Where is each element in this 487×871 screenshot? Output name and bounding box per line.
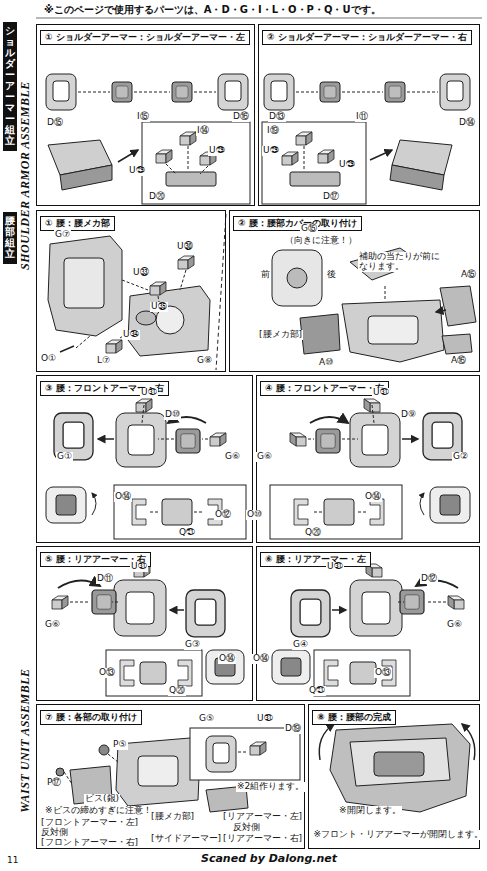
note-text: ビス(銀)	[84, 794, 120, 804]
section-title: ショルダーアーマー組立	[5, 25, 15, 146]
part-callout: L⑦	[96, 356, 111, 366]
part-callout: U㉝	[132, 268, 150, 278]
part-callout: G⑦	[54, 230, 71, 240]
step-panel: ⑧ 腰：腰部の完成	[308, 704, 480, 849]
section-band: ショルダーアーマー組立	[3, 22, 17, 151]
note-text: [腰メカ部]	[150, 812, 195, 822]
part-callout: U㉙	[208, 146, 226, 156]
part-callout: I⑭	[196, 126, 210, 136]
part-callout: D⑮	[46, 118, 64, 128]
part-callout: G⑤	[198, 714, 215, 724]
step-panel: ② 腰：腰部カバーの取り付け	[229, 210, 480, 372]
page-title: ※このページで使用するパーツは、A・D・G・I・L・O・P・Q・Uです。	[44, 4, 381, 16]
part-callout: G①	[56, 452, 73, 462]
part-callout: G⑥	[256, 452, 273, 462]
part-callout: D⑲	[284, 724, 302, 734]
step-heading: ⑦ 腰：各部の取り付け	[40, 710, 142, 725]
part-callout: 反対側	[40, 828, 69, 838]
part-callout: U㉛	[372, 388, 390, 398]
part-callout: G⑥	[446, 620, 463, 630]
note-text: （向きに注意！）	[284, 236, 358, 246]
part-callout: G⑮	[300, 224, 318, 234]
part-callout: O⑭	[252, 654, 270, 664]
step-heading: ① ショルダーアーマー：ショルダーアーマー・左	[40, 30, 250, 45]
note-text: Scaned by Dalong.net	[200, 853, 338, 865]
part-callout: D⑬	[268, 112, 286, 122]
part-callout: D⑫	[420, 574, 438, 584]
note-text: ※フロント・リアアーマーが開閉します。	[312, 830, 484, 840]
part-callout: U㉟	[150, 302, 168, 312]
part-callout: Q㉑	[308, 686, 326, 696]
part-callout: U㉙	[338, 160, 356, 170]
part-callout: D⑳	[148, 192, 166, 202]
section-title: 腰部組立	[5, 215, 15, 259]
note-text: [腰メカ部]	[258, 330, 303, 340]
part-callout: U㉛	[256, 714, 274, 724]
note-text: 補助の当たりが前になります。	[358, 252, 446, 272]
note-text: [フロントアーマー・右]	[40, 838, 139, 848]
part-callout: O⑬	[374, 668, 392, 678]
step-heading: ② 腰：腰部カバーの取り付け	[233, 216, 362, 231]
part-callout: U㉙	[128, 166, 146, 176]
part-callout: A⑯	[450, 356, 467, 366]
part-callout: O⑬	[98, 668, 116, 678]
part-callout: G④	[292, 640, 309, 650]
part-callout: G⑥	[44, 620, 61, 630]
section-band: 腰部組立	[3, 212, 17, 264]
step-panel: ④ 腰：フロントアーマー・左	[256, 375, 480, 543]
part-callout: D⑪	[96, 574, 114, 584]
step-heading: ① 腰：腰メカ部	[40, 216, 115, 231]
part-callout: 後	[326, 270, 337, 280]
part-callout: G③	[184, 640, 201, 650]
part-callout: I⑪	[355, 112, 369, 122]
part-callout: O①	[40, 354, 57, 364]
note-text: [リアアーマー・左]	[222, 812, 303, 822]
part-callout: G②	[452, 452, 469, 462]
part-callout: G⑥	[224, 452, 241, 462]
part-callout: Q⑳	[304, 528, 322, 538]
note-text: [フロントアーマー・左]	[40, 818, 139, 828]
part-callout: U㉛	[326, 562, 344, 572]
step-panel: ② ショルダーアーマー：ショルダーアーマー・右	[258, 24, 480, 206]
step-heading: ② ショルダーアーマー：ショルダーアーマー・右	[262, 30, 472, 45]
note-text: [リアアーマー・右]	[222, 834, 303, 844]
part-callout: 11	[6, 856, 19, 866]
note-text: ※2組作ります。	[236, 782, 305, 792]
part-callout: O⑫	[214, 510, 232, 520]
part-callout: D⑰	[322, 192, 340, 202]
part-callout: U㉙	[262, 146, 280, 156]
step-heading: ⑧ 腰：腰部の完成	[312, 710, 396, 725]
part-callout: I⑮	[136, 112, 150, 122]
part-callout: 反対側	[232, 823, 261, 833]
part-callout: Q㉑	[178, 528, 196, 538]
part-callout: U㉛	[130, 562, 148, 572]
note-text: ※開閉します。	[338, 806, 402, 816]
part-callout: U㉚	[176, 242, 194, 252]
part-callout: G⑧	[196, 356, 213, 366]
part-callout: P⑰	[46, 778, 62, 788]
note-text: ※ビスの締めすぎに注意！	[44, 806, 153, 816]
part-callout: Q⑳	[168, 686, 186, 696]
part-callout: D⑩	[164, 410, 181, 420]
section-title: WAIST UNIT ASSEMBLE	[19, 667, 32, 813]
step-heading: ⑥ 腰：リアアーマー・左	[260, 552, 371, 567]
step-heading: ④ 腰：フロントアーマー・左	[260, 381, 389, 396]
part-callout: P⑤	[112, 740, 128, 750]
part-callout: O⑭	[218, 654, 236, 664]
part-callout: O⑩	[246, 510, 263, 520]
part-callout: D⑭	[458, 118, 476, 128]
part-callout: U㉞	[122, 330, 140, 340]
part-callout: O⑭	[114, 492, 132, 502]
part-callout: 前	[260, 270, 271, 280]
part-callout: A⑮	[460, 270, 477, 280]
part-callout: O⑭	[364, 492, 382, 502]
part-callout: I⑲	[266, 126, 280, 136]
section-title: SHOULDER ARMOR ASSEMBLE	[18, 80, 31, 271]
part-callout: A⑩	[318, 358, 334, 368]
part-callout: D⑨	[400, 410, 417, 420]
part-callout: D⑯	[232, 112, 250, 122]
part-callout: U㉛	[140, 388, 158, 398]
note-text: [サイドアーマー]	[150, 834, 222, 844]
